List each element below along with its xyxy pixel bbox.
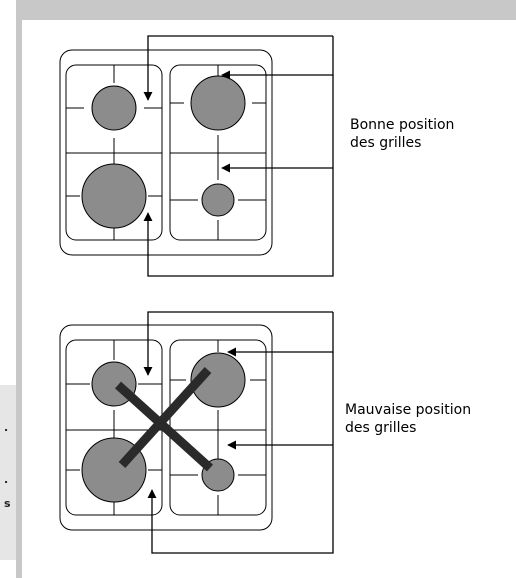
caption-line: des grilles [350, 135, 422, 151]
caption-line: Bonne position [350, 117, 455, 133]
caption-line: des grilles [345, 420, 417, 436]
correct-position-hob [59, 35, 334, 277]
caption-correct-position: Bonne position des grilles [350, 116, 454, 152]
right-grate [169, 64, 267, 241]
burner [201, 183, 235, 217]
burner [91, 85, 137, 131]
right-grate [169, 339, 267, 516]
arrow-icon [143, 311, 334, 554]
left-grate [65, 64, 163, 241]
burner [190, 75, 246, 131]
margin-fragment: . [4, 421, 9, 434]
margin-fragment: s [4, 497, 11, 510]
burner [81, 163, 147, 229]
burner [190, 352, 246, 408]
caption-wrong-position: Mauvaise position des grilles [345, 401, 471, 437]
wrong-position-hob [59, 311, 334, 554]
margin-fragment: . [4, 473, 9, 486]
cross-mark-icon [114, 366, 214, 472]
arrow-icon [143, 35, 334, 277]
caption-line: Mauvaise position [345, 402, 472, 418]
